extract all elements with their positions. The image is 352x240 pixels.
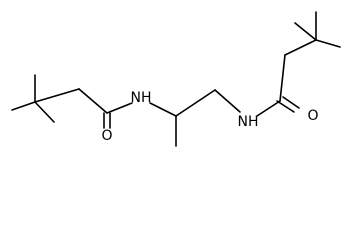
oxygen-label-left: O [101, 128, 112, 144]
bond-quaternary-ch2-left [34, 88, 80, 103]
bonds [11, 11, 341, 147]
bond-methyl-3-right [315, 39, 341, 48]
bond-ch2-quaternary-right [284, 39, 317, 56]
bond-carbonyl-double-b-right [282, 96, 300, 109]
bond-carbonyl-nh-left [106, 102, 133, 114]
bond-methyl-3-left [34, 101, 55, 123]
bond-ch2-carbonyl-left [78, 88, 108, 114]
nh-label-right: NH [238, 114, 259, 130]
bond-ch2-nh-right [214, 89, 241, 113]
chemical-structure: O NH NH O [11, 11, 341, 147]
atom-labels: O NH NH O [101, 90, 318, 144]
bond-carbonyl-double-a-right [276, 100, 295, 113]
nh-label-left: NH [131, 90, 152, 106]
bond-ch-ch2 [175, 89, 216, 117]
bond-carbonyl-ch2-right [279, 54, 286, 102]
bond-nh-carbonyl-right [256, 100, 281, 117]
bond-nh-ch-left [149, 102, 177, 117]
bond-methyl-2-left [11, 101, 36, 111]
oxygen-label-right: O [307, 108, 318, 124]
bond-methyl-2-right [294, 22, 317, 41]
